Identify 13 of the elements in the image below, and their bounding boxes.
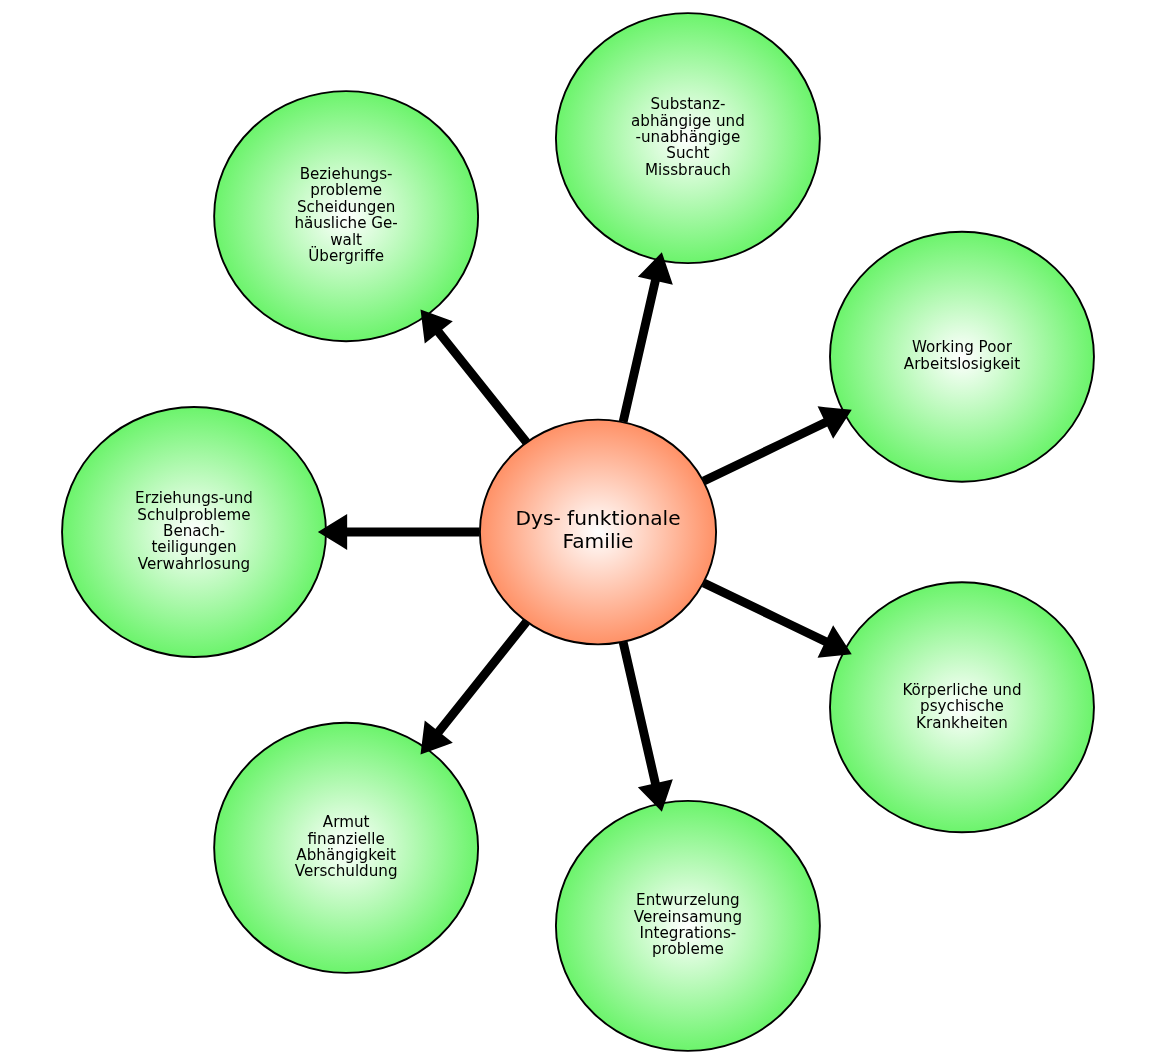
arrow xyxy=(701,406,852,486)
node-circle: Entwurzelung Vereinsamung Integrations- probleme xyxy=(554,799,821,1052)
arrow xyxy=(618,252,673,423)
node-circle: Substanz- abhängige und -unabhängige Sucht Missbrauch xyxy=(554,12,821,265)
node-circle: Erziehungs-und Schulprobleme Benach- teiligungen Verwahrlosung xyxy=(60,406,327,658)
node-circle: Dys- funktionale Familie xyxy=(478,418,717,646)
arrow xyxy=(420,618,530,755)
node-circle: Working Poor Arbeitslosigkeit xyxy=(828,230,1095,483)
arrow xyxy=(618,641,673,812)
node-circle: Körperliche und psychische Krankheiten xyxy=(828,581,1095,834)
arrow xyxy=(317,514,480,550)
arrow xyxy=(701,578,852,658)
arrow xyxy=(420,309,530,446)
